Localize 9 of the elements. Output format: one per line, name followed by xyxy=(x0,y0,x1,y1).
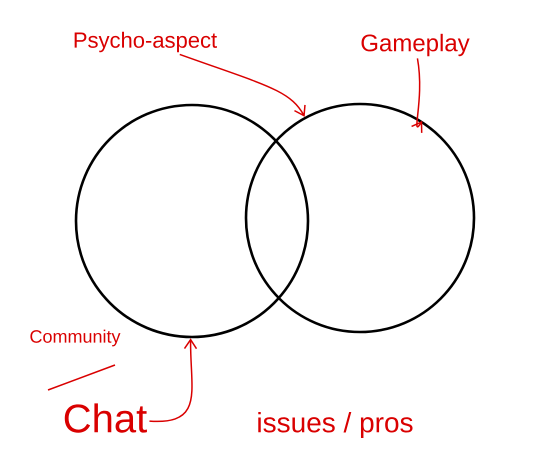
handwritten-text: Psycho-aspect xyxy=(74,32,217,52)
arrow xyxy=(180,54,306,117)
venn-circle xyxy=(244,102,476,334)
handwritten-text: Gameplay xyxy=(362,34,470,56)
handwritten-text: Chat xyxy=(64,403,147,433)
handwritten-text: Community xyxy=(30,330,120,346)
handwritten-text: issues / pros xyxy=(258,412,413,438)
arrow xyxy=(411,58,422,133)
arrow xyxy=(149,338,198,422)
